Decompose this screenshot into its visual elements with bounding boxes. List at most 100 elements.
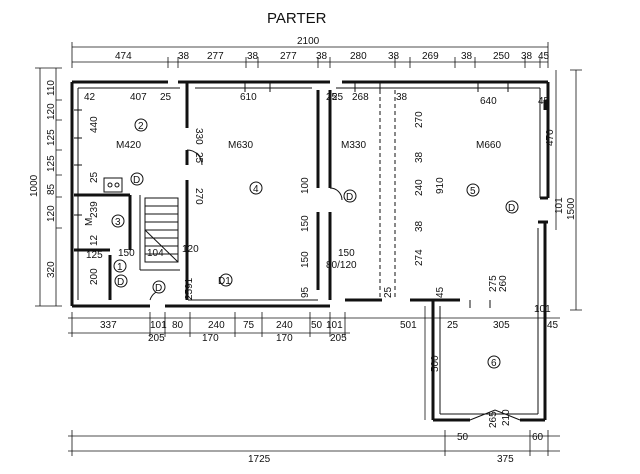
dim-interior: 25	[332, 92, 344, 103]
room-4-number: 4	[253, 184, 259, 195]
door-swings	[149, 149, 521, 421]
dim-left-inner: 25	[89, 171, 100, 183]
plan-title: PARTER	[267, 10, 327, 27]
door-marks: D D D D D D1 M	[84, 172, 519, 294]
dim-interior: 330	[193, 128, 204, 145]
dim-interior: 38	[414, 151, 425, 163]
room-1-number: 1	[117, 262, 123, 273]
dim-bottom: 501	[400, 320, 417, 331]
dim-bottom-row2: 170	[276, 333, 293, 344]
mark-m: M	[84, 218, 95, 226]
inner-outlines	[77, 87, 541, 415]
dim-bottom: 240	[208, 320, 225, 331]
kitchen-fixture	[103, 177, 123, 193]
dim-left-extra: 200	[89, 268, 100, 285]
dim-interior: 260	[498, 275, 509, 292]
dim-interior: 150	[300, 251, 311, 268]
dim-bottom: 80	[172, 320, 184, 331]
dim-left: 125	[46, 155, 57, 172]
dim-interior: 270	[193, 188, 204, 205]
dim-interior: 25	[383, 286, 394, 298]
dim-left: 320	[46, 261, 57, 278]
dim-left-outer: 1000	[29, 174, 40, 197]
dim-left-inner: 12	[89, 234, 100, 246]
dim-annex: 60	[532, 432, 544, 443]
door-mark: D	[155, 283, 162, 294]
dim-top: 38	[521, 51, 533, 62]
dim-left: 85	[46, 183, 57, 195]
dim-bottom-row2: 205	[148, 333, 165, 344]
dim-top: 38	[178, 51, 190, 62]
dim-bottom-total: 1725	[248, 454, 271, 465]
dim-top: 38	[388, 51, 400, 62]
dim-bottom-total: 375	[497, 454, 514, 465]
dim-annex: 500	[430, 355, 441, 372]
dim-left-extra: 104	[147, 248, 164, 259]
dim-annex: 50	[457, 432, 469, 443]
dim-inner-top: 640	[480, 96, 497, 107]
dim-top: 38	[316, 51, 328, 62]
dim-interior: 274	[414, 249, 425, 266]
dim-bottom: 101	[326, 320, 343, 331]
dim-inner-top: 42	[84, 92, 96, 103]
dim-top: 38	[461, 51, 473, 62]
dim-inner-top: 610	[240, 92, 257, 103]
door-mark: D	[117, 277, 124, 288]
dim-left: 120	[46, 205, 57, 222]
room-2-number: 2	[138, 121, 144, 132]
dim-interior: 270	[414, 111, 425, 128]
dim-interior: 100	[300, 177, 311, 194]
dim-interior: 45	[435, 286, 446, 298]
dim-interior: 275	[488, 275, 499, 292]
dim-top: 277	[280, 51, 297, 62]
dim-right-mid: 101	[554, 197, 565, 214]
dim-inner-top: 268	[352, 92, 369, 103]
dim-inner-top: 25	[160, 92, 172, 103]
dim-total-width: 2100	[297, 36, 320, 47]
dim-top: 269	[422, 51, 439, 62]
dim-left: 110	[46, 80, 57, 96]
dim-left: 125	[46, 129, 57, 146]
dim-annex: 265	[488, 411, 499, 428]
dim-interior: 25	[193, 152, 204, 164]
dim-top: 280	[350, 51, 367, 62]
dim-interior: 120	[182, 244, 199, 255]
room-4-code: M630	[228, 140, 253, 151]
dim-left-inner: 239	[89, 201, 100, 218]
dim-bottom: 45	[547, 320, 559, 331]
dim-interior: 95	[300, 286, 311, 298]
door-mark: D	[133, 175, 140, 186]
dim-inner-top: 45	[538, 96, 550, 107]
door-mark: D	[508, 203, 515, 214]
dim-inner-top: 38	[396, 92, 408, 103]
door-mark: D	[346, 192, 353, 203]
dim-top: 38	[247, 51, 259, 62]
dim-bottom: 25	[447, 320, 459, 331]
dim-left-extra: 125	[86, 250, 103, 261]
dim-interior: 150	[338, 248, 355, 259]
dim-inner-top: 407	[130, 92, 147, 103]
dim-interior: 240	[414, 179, 425, 196]
window-marks	[74, 82, 509, 308]
room-m330-code: M330	[341, 140, 366, 151]
door-mark-d1: D1	[218, 276, 231, 287]
room-5-number: 5	[470, 186, 476, 197]
dim-top: 474	[115, 51, 132, 62]
dim-interior: 80/120	[326, 260, 357, 271]
walls	[70, 80, 550, 422]
dim-top: 45	[538, 51, 550, 62]
dim-bottom-row2: 205	[330, 333, 347, 344]
dimension-lines	[35, 42, 582, 456]
dim-right-small: 101	[534, 304, 551, 315]
dim-interior: 150	[300, 215, 311, 232]
dim-top: 250	[493, 51, 510, 62]
dim-top: 277	[207, 51, 224, 62]
dim-inner-top: 25	[326, 92, 338, 103]
dim-left: 120	[46, 103, 57, 120]
dim-interior: 910	[435, 177, 446, 194]
dim-left-inner: 440	[89, 116, 100, 133]
dim-bottom: 75	[243, 320, 255, 331]
dim-bottom: 101	[150, 320, 167, 331]
staircase	[144, 197, 179, 263]
room-labels: 2 M420 4 M630 M330 5 M660 3 1 6	[111, 118, 501, 369]
